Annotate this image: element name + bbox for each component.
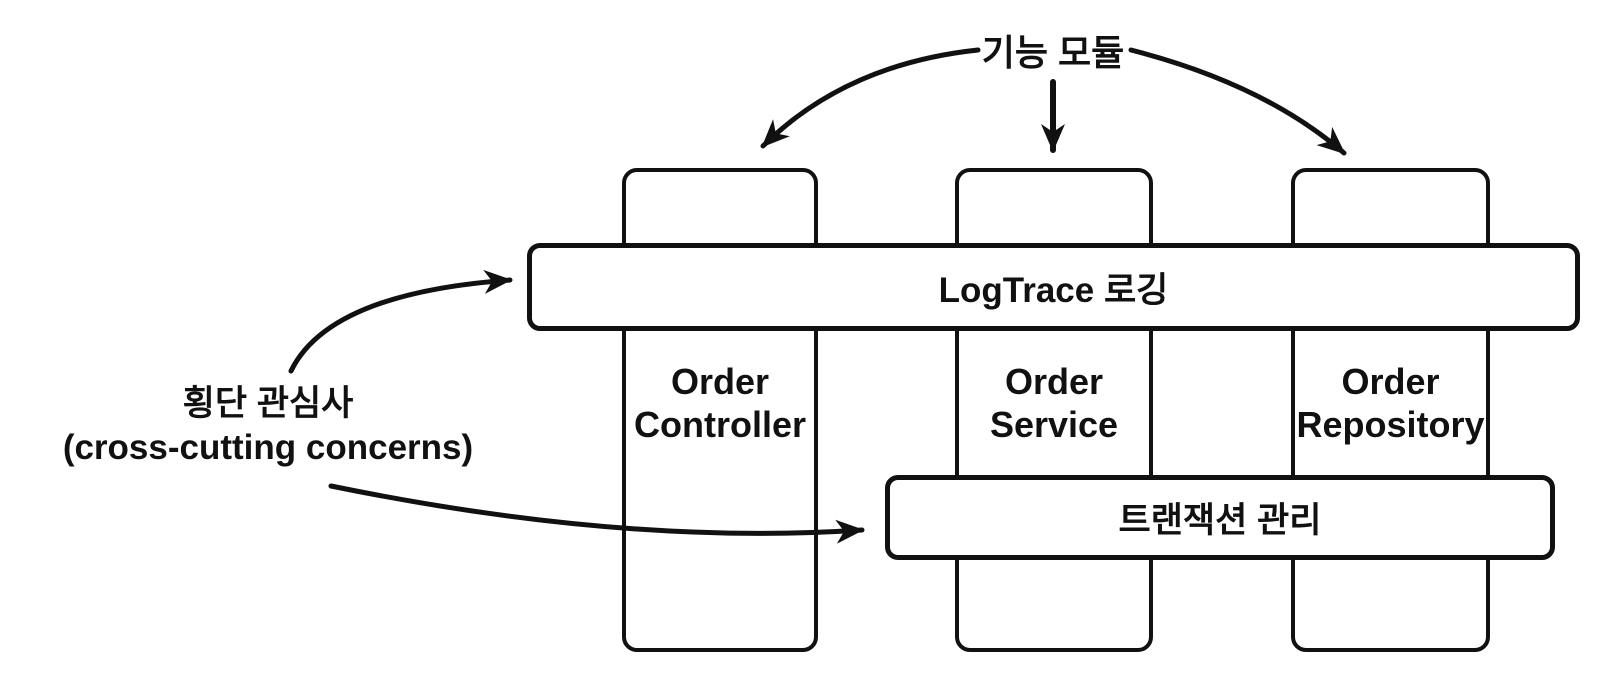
order-controller-label: Order Controller [622, 360, 818, 446]
transaction-management-label: 트랜잭션 관리 [1118, 501, 1322, 540]
order-controller-label-line1: Order [670, 361, 770, 402]
logtrace-logging-bar: LogTrace 로깅 [527, 243, 1580, 331]
order-repository-label: Order Repository [1291, 360, 1490, 446]
order-service-label: Order Service [955, 360, 1153, 446]
logtrace-logging-label: LogTrace 로깅 [938, 270, 1169, 310]
cross-cutting-annotation-line2: (cross-cutting concerns) [62, 428, 474, 467]
transaction-management-bar: 트랜잭션 관리 [885, 475, 1555, 560]
order-controller-label-line2: Controller [633, 404, 806, 445]
arrow-feature-to-repository-icon [1128, 47, 1347, 156]
feature-modules-annotation: 기능 모듈 [981, 32, 1125, 73]
cross-cutting-concerns-annotation: 횡단 관심사 (cross-cutting concerns) [42, 382, 494, 470]
arrow-concern-to-logtrace-icon [288, 269, 513, 374]
cross-cutting-annotation-line1: 횡단 관심사 [182, 384, 354, 423]
order-service-label-line2: Service [989, 404, 1119, 445]
order-repository-label-line1: Order [1341, 361, 1440, 402]
order-repository-label-line2: Repository [1296, 404, 1485, 445]
arrow-feature-to-controller-icon [760, 47, 981, 149]
order-service-label-line1: Order [1004, 361, 1104, 402]
